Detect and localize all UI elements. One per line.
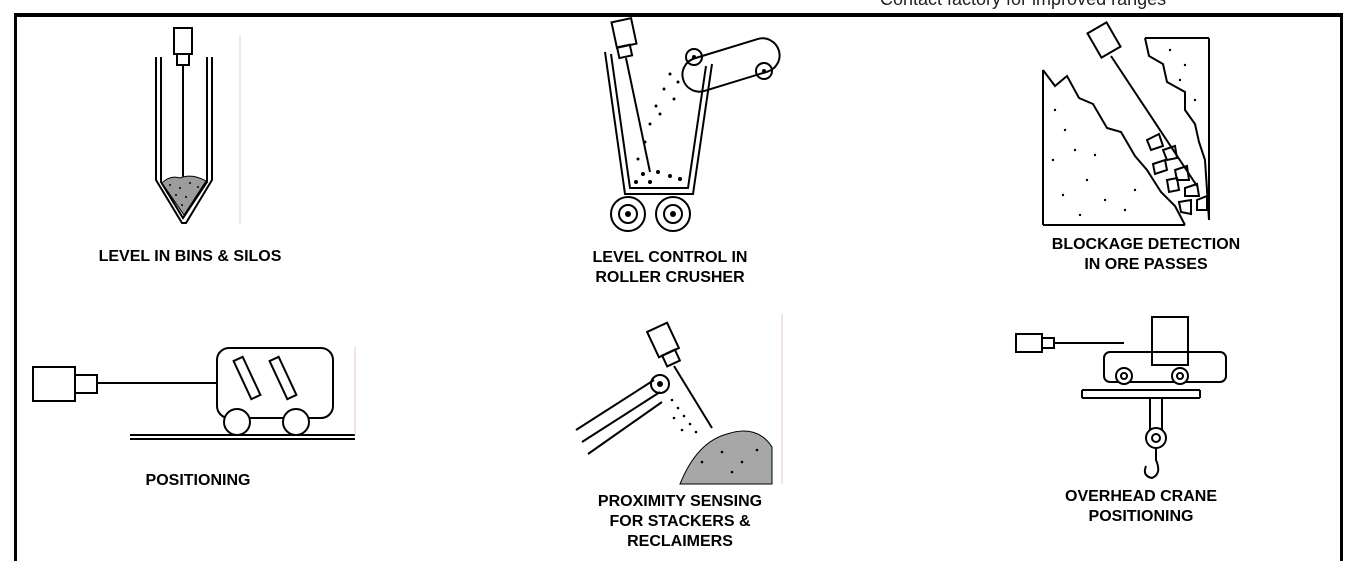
sensor-icon [647, 323, 679, 358]
panel-label-roller-crusher: LEVEL CONTROL IN ROLLER CRUSHER [592, 249, 748, 286]
frame-top-border [14, 13, 1343, 17]
sensor-icon [1087, 22, 1120, 57]
bin-silo-illustration [140, 25, 250, 230]
sensor-icon [33, 367, 75, 401]
panel-label-stackers-reclaimers: PROXIMITY SENSING FOR STACKERS & RECLAIM… [597, 493, 763, 550]
sensor-icon [174, 28, 192, 54]
panel-label-positioning: POSITIONING [145, 472, 251, 489]
roller-crusher-illustration [598, 14, 783, 239]
panel-label-bins-silos: LEVEL IN BINS & SILOS [98, 248, 282, 265]
frame-right-border [1340, 13, 1343, 561]
sensor-icon [612, 18, 637, 48]
panel-label-ore-passes: BLOCKAGE DETECTION IN ORE PASSES [1051, 236, 1241, 273]
positioning-illustration [30, 345, 360, 445]
frame-left-border [14, 13, 17, 561]
header-note: Contact factory for improved ranges [880, 0, 1166, 9]
stacker-reclaimer-illustration [572, 312, 787, 487]
sensor-icon [1016, 334, 1042, 352]
panel-label-overhead-crane: OVERHEAD CRANE POSITIONING [1064, 488, 1218, 525]
ore-pass-illustration [1035, 20, 1220, 230]
overhead-crane-illustration [1012, 312, 1202, 482]
